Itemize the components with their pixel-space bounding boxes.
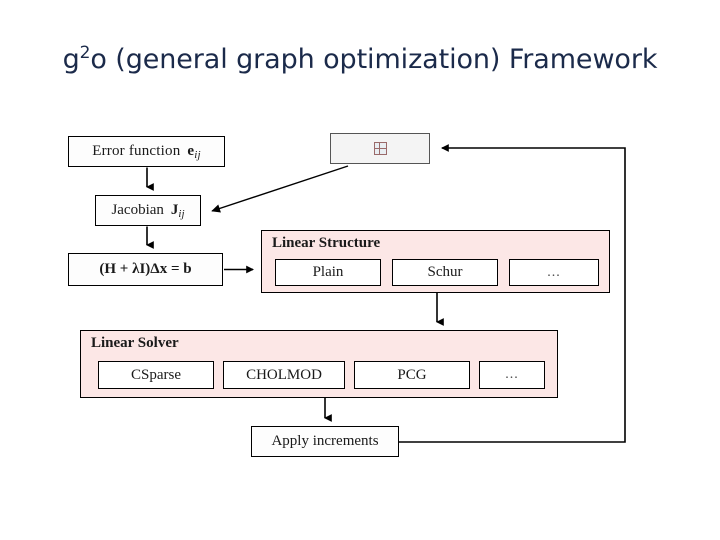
node-schur[interactable]: Schur (392, 259, 498, 286)
node-csparse-label: CSparse (131, 366, 181, 383)
node-jacobian-label: Jacobian (111, 202, 164, 218)
node-schur-label: Schur (427, 264, 463, 280)
panel-linear-solver-title: Linear Solver (91, 335, 179, 351)
node-error-function-symbol: e (187, 143, 195, 159)
title-superscript: 2 (79, 43, 91, 63)
node-pcg-label: PCG (397, 366, 427, 383)
title-main: o (general graph optimization) Framework (90, 44, 658, 75)
node-jacobian-symbol: J (170, 202, 179, 218)
node-normal-equation[interactable]: (H + λI)Δx = b (68, 253, 223, 286)
title-prefix: g (62, 44, 80, 75)
node-structure-more-label: ... (547, 264, 561, 280)
page-title: g2o (general graph optimization) Framewo… (0, 44, 720, 75)
node-error-function-label: Error function (92, 143, 181, 159)
panel-linear-structure-title: Linear Structure (272, 235, 381, 251)
node-structure-more[interactable]: ... (509, 259, 599, 286)
panel-linear-solver: Linear Solver CSparse CHOLMOD PCG ... (80, 330, 558, 398)
grid-placeholder-icon (373, 142, 387, 155)
node-cholmod-label: CHOLMOD (246, 366, 322, 383)
edge-image-to-jacobian (211, 165, 349, 213)
node-solver-more-label: ... (505, 367, 519, 382)
node-pcg[interactable]: PCG (354, 361, 470, 389)
node-solver-more[interactable]: ... (479, 361, 545, 389)
node-plain[interactable]: Plain (275, 259, 381, 286)
node-normal-equation-label: (H + λI)Δx = b (99, 261, 192, 277)
node-image-placeholder[interactable] (330, 133, 430, 164)
node-apply-increments[interactable]: Apply increments (251, 426, 399, 457)
node-csparse[interactable]: CSparse (98, 361, 214, 389)
node-plain-label: Plain (312, 264, 344, 280)
node-apply-increments-label: Apply increments (271, 433, 379, 449)
node-cholmod[interactable]: CHOLMOD (223, 361, 345, 389)
panel-linear-structure: Linear Structure Plain Schur ... (261, 230, 610, 293)
